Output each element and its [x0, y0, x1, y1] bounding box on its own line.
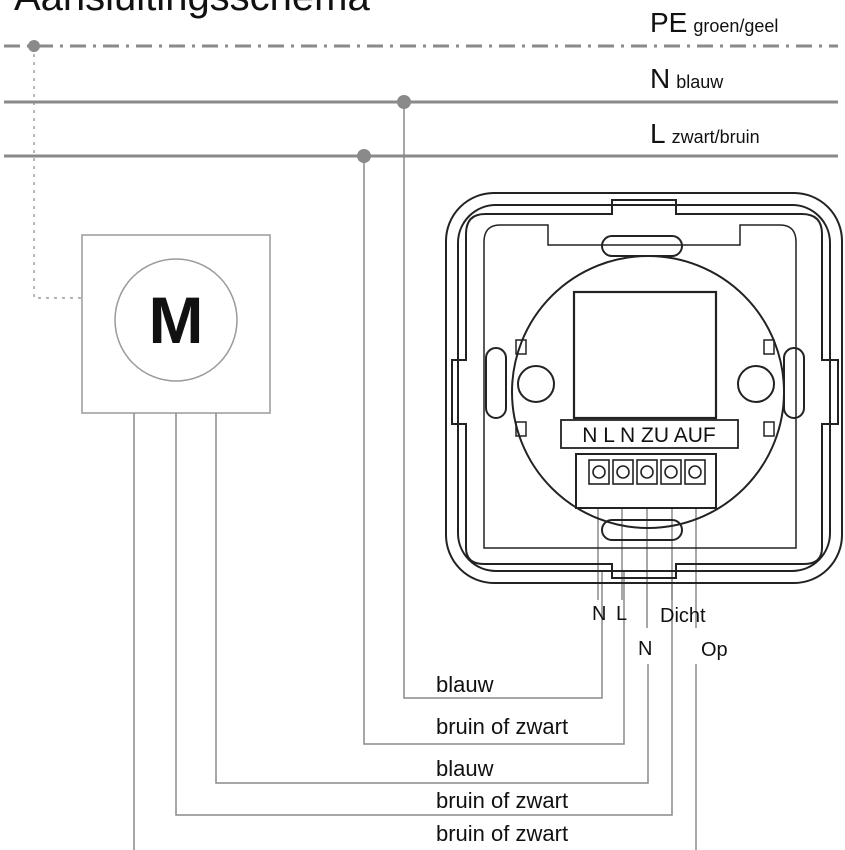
wire-label-blauw-2: blauw	[436, 756, 494, 781]
top-claw	[601, 235, 683, 257]
wire-label-blauw-1: blauw	[436, 672, 494, 697]
switch-device	[445, 192, 843, 584]
right-claw	[783, 347, 805, 419]
device-inner-frame	[457, 204, 831, 572]
wire-label-bruin-2: bruin of zwart	[436, 788, 568, 813]
motor-circle	[114, 258, 238, 382]
motor-symbol: M	[149, 283, 204, 357]
mounting-plate	[451, 199, 839, 579]
wire-l-brown	[363, 156, 625, 745]
left-claw	[485, 347, 507, 419]
diagram-title: Aansluitingsschema	[14, 0, 370, 19]
pe-drop-wire	[33, 46, 82, 299]
bottom-claw	[601, 519, 683, 541]
terminal-label-op: Op	[701, 639, 728, 661]
terminal-label-n2: N	[638, 638, 652, 660]
terminal-screws	[588, 459, 706, 485]
terminal-legend-box	[560, 419, 739, 449]
left-screw-hole	[517, 365, 555, 403]
terminal-label-l: L	[616, 603, 627, 625]
terminal-block	[575, 453, 717, 509]
wire-label-bruin-1: bruin of zwart	[436, 714, 568, 739]
device-outer-frame	[445, 192, 843, 584]
terminal-label-dicht: Dicht	[660, 605, 706, 627]
right-screw-hole	[737, 365, 775, 403]
plate-recess	[483, 224, 797, 549]
terminal-legend: N L N ZU AUF	[582, 424, 715, 447]
insert-square	[572, 290, 718, 420]
wire-motor-dicht	[175, 413, 673, 816]
terminal-label-n1: N	[592, 603, 606, 625]
wire-label-bruin-3: bruin of zwart	[436, 821, 568, 846]
wire-n-blue	[403, 102, 603, 699]
wire-motor-n	[215, 413, 649, 784]
